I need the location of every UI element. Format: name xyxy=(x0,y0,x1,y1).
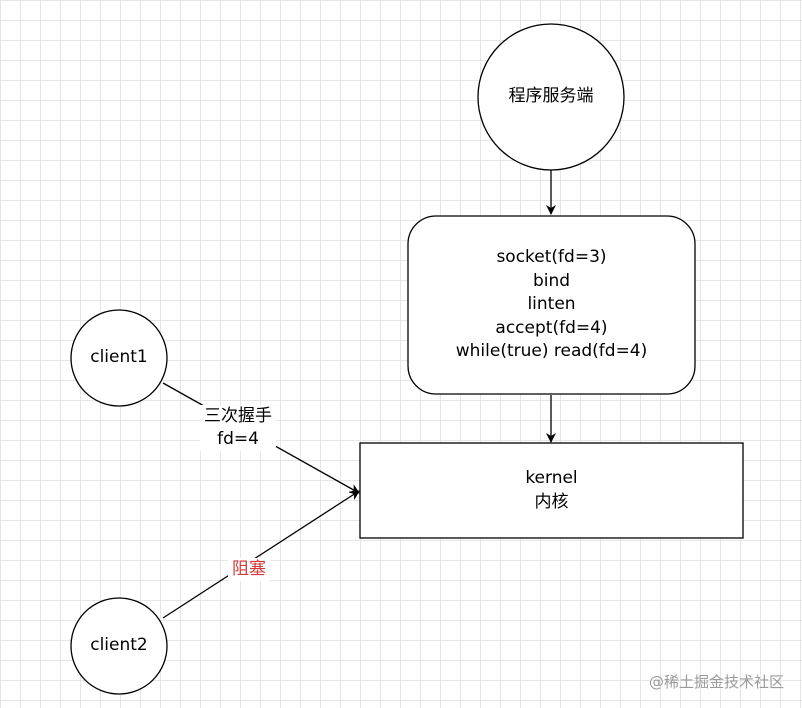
client2-edge-label-text: 阻塞 xyxy=(232,559,266,579)
client1-node[interactable] xyxy=(70,309,168,407)
watermark: @稀土掘金技术社区 xyxy=(648,673,784,691)
client2-node[interactable] xyxy=(70,597,168,695)
edge-client2-to-kernel xyxy=(162,490,360,619)
client1-edge-label: 三次握手 fd=4 xyxy=(200,405,276,451)
server-node[interactable] xyxy=(477,23,625,171)
client1-edge-label-line2: fd=4 xyxy=(217,429,259,449)
code-node[interactable] xyxy=(407,215,696,395)
client1-edge-label-line1: 三次握手 xyxy=(204,406,272,426)
kernel-node[interactable] xyxy=(359,442,744,539)
client2-edge-label: 阻塞 xyxy=(228,558,270,581)
